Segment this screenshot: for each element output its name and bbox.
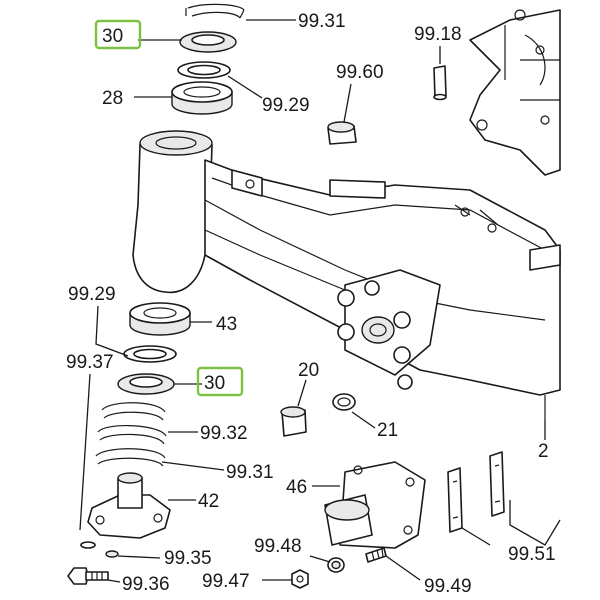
top-seal-30 (179, 31, 237, 53)
callout-99-47: 99.47 (202, 571, 250, 592)
steering-knuckle (469, 9, 561, 176)
callout-43: 43 (216, 314, 237, 335)
callout-99-60: 99.60 (336, 62, 384, 83)
flange-46 (324, 461, 426, 549)
lower-bearing-43 (129, 302, 191, 336)
circlip-99-31 (95, 448, 166, 467)
seal-21 (332, 393, 356, 411)
callout-99-35: 99.35 (164, 548, 212, 569)
circlip-99-32 (97, 402, 167, 445)
callout-2: 2 (538, 441, 549, 462)
callout-28: 28 (102, 88, 123, 109)
callout-99-18: 99.18 (414, 24, 462, 45)
leader-lines (79, 19, 561, 583)
plug-20 (280, 406, 307, 437)
pin-99-18 (433, 65, 447, 101)
callout-30-top: 30 (102, 26, 123, 47)
callout-99-37: 99.37 (66, 352, 114, 373)
callout-99-31-bottom: 99.31 (226, 462, 274, 483)
callout-99-48: 99.48 (254, 536, 302, 557)
top-washer (177, 61, 231, 79)
callout-99-32: 99.32 (200, 423, 248, 444)
highlight-box-top-30 (94, 19, 142, 50)
highlight-box-mid-30 (196, 366, 244, 397)
lower-washer (123, 345, 177, 363)
callout-30-mid: 30 (204, 373, 225, 394)
callout-99-49: 99.49 (424, 576, 472, 597)
callout-99-31-top: 99.31 (298, 11, 346, 32)
callout-99-29-left: 99.29 (68, 284, 116, 305)
callout-20: 20 (298, 360, 319, 381)
axle-housing (132, 130, 561, 420)
callout-99-36: 99.36 (122, 574, 170, 595)
washer-99-37 (80, 541, 96, 549)
callout-42: 42 (198, 491, 219, 512)
callout-21: 21 (377, 420, 398, 441)
lower-seal-30 (117, 373, 175, 395)
kingpin-42 (87, 472, 171, 539)
bolt-99-36 (67, 567, 109, 585)
top-bearing-28 (171, 81, 233, 115)
top-circlip (185, 3, 245, 19)
callout-99-29-top: 99.29 (262, 95, 310, 116)
washer-99-35 (105, 550, 119, 558)
seal-99-48 (327, 557, 345, 573)
nut-99-47 (291, 569, 309, 589)
callout-46: 46 (286, 477, 307, 498)
plug-99-60 (327, 121, 357, 145)
shims-99-51 (447, 451, 505, 533)
stud-99-49 (365, 547, 387, 563)
callout-99-51: 99.51 (508, 544, 556, 565)
